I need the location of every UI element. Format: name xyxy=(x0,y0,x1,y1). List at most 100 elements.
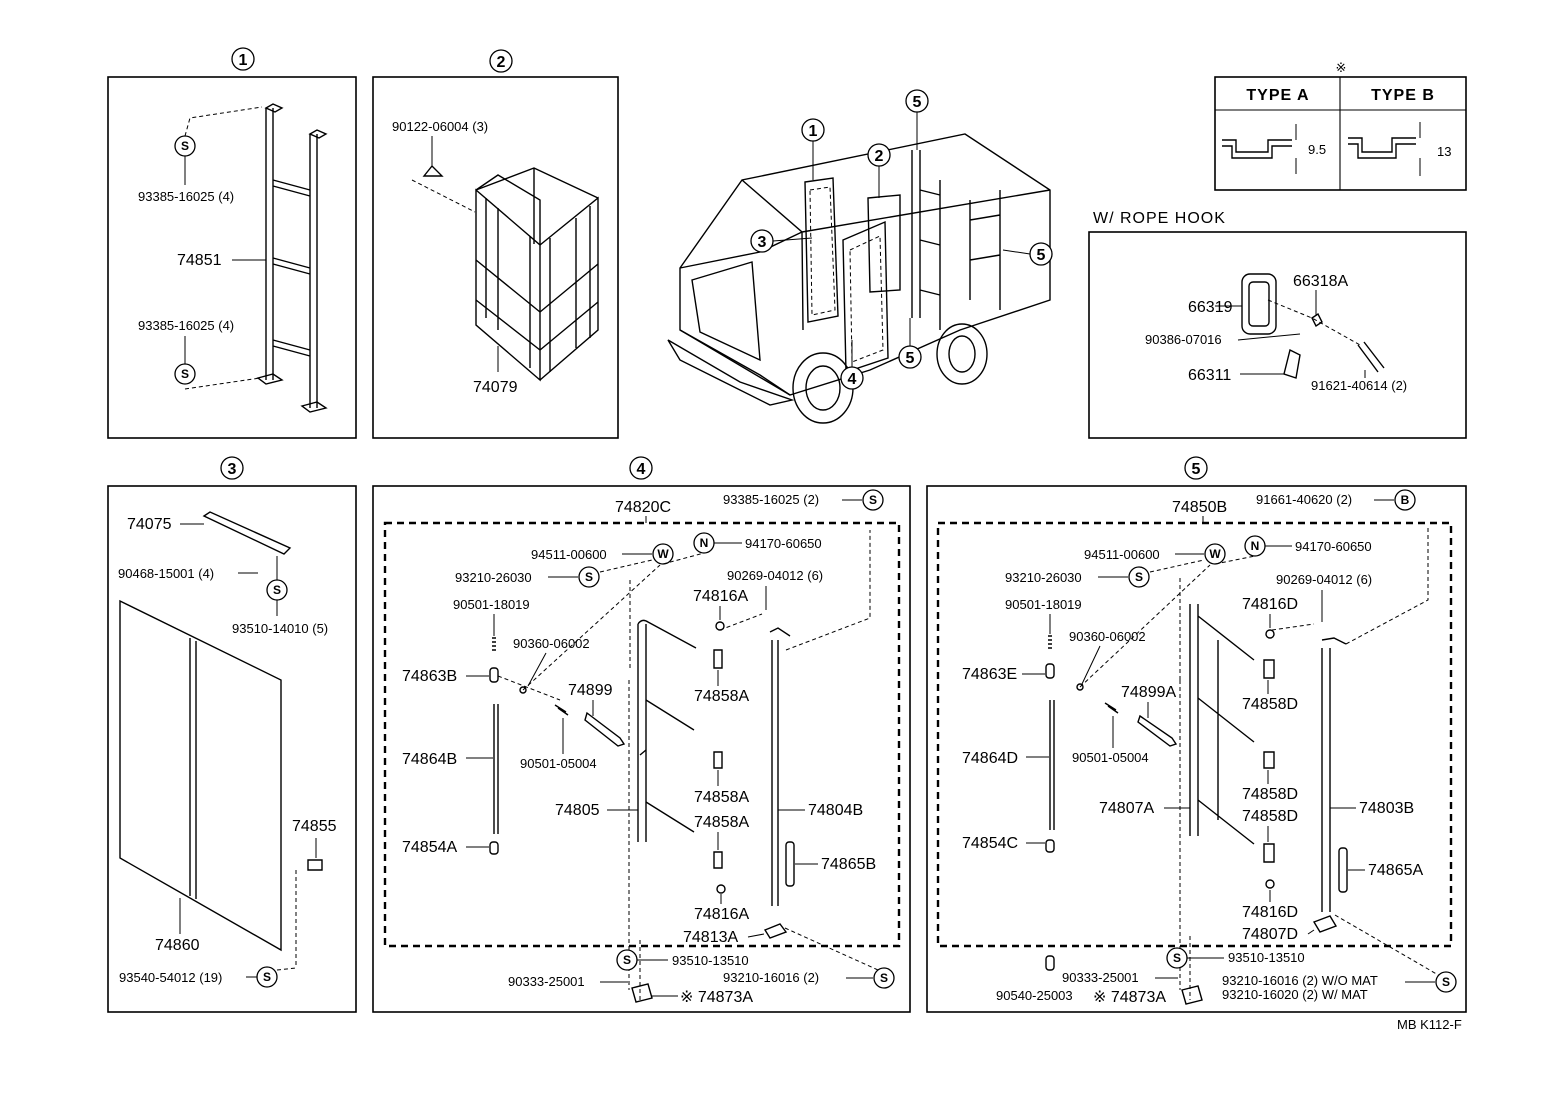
b-symbol-s5 xyxy=(1394,489,1416,511)
label-s5-17: 74854C xyxy=(962,835,1018,852)
type-b-header: TYPE B xyxy=(1371,87,1435,104)
label-s5-15: 74803B xyxy=(1359,800,1414,817)
type-a-header: TYPE A xyxy=(1246,87,1309,104)
s-symbol-s4-d xyxy=(873,967,895,989)
panel-4: 4 74820C xyxy=(372,456,911,1013)
label-s4-14: 74858A xyxy=(694,789,749,806)
label-s5-25: 90540-25003 xyxy=(996,988,1073,1003)
label-s5-9: 74899A xyxy=(1121,684,1176,701)
w-symbol-text: W xyxy=(1209,547,1221,561)
label-s4-20: 74813A xyxy=(683,929,738,946)
truck-callout-1-text: 1 xyxy=(809,123,818,140)
panel-3-title: 3 xyxy=(228,461,237,478)
s-symbol-s5-c xyxy=(1435,971,1457,993)
label-s2-0: 90122-06004 (3) xyxy=(392,119,488,134)
label-s5-5: 90269-04012 (6) xyxy=(1276,572,1372,587)
label-s4-21: 93510-13510 xyxy=(672,953,749,968)
label-s2-1: 74079 xyxy=(473,379,518,396)
ladder-drawing xyxy=(256,103,328,413)
assy-4-label: 74820C xyxy=(615,499,671,516)
truck-callout-5a-text: 5 xyxy=(913,94,922,111)
label-s3-4: 74860 xyxy=(155,937,200,954)
label-s5-3: 93210-26030 xyxy=(1005,570,1082,585)
label-s4-13: 74805 xyxy=(555,802,600,819)
label-s4-4: 90501-18019 xyxy=(453,597,530,612)
label-s5-10: 74858D xyxy=(1242,696,1298,713)
rope-hook-box xyxy=(1088,231,1467,439)
label-s5-23: 93210-16016 (2) W/O MAT xyxy=(1222,973,1378,988)
rope-label-2: 90386-07016 xyxy=(1145,332,1222,347)
label-s5-20: 74807D xyxy=(1242,926,1298,943)
truck-callouts: 1 2 3 4 5 5 5 xyxy=(750,89,1053,390)
s-symbol-text: S xyxy=(181,367,189,381)
s-symbol-text: S xyxy=(1442,975,1450,989)
label-s4-0: 93385-16025 (2) xyxy=(723,492,819,507)
label-s4-7: 90360-06002 xyxy=(513,636,590,651)
s-symbol-text: S xyxy=(1135,570,1143,584)
type-b-dim: 13 xyxy=(1437,144,1451,159)
truck-callout-2-text: 2 xyxy=(875,148,884,165)
type-table-marker: ※ xyxy=(1336,60,1347,75)
label-s5-7: 90360-06002 xyxy=(1069,629,1146,644)
label-s5-14: 74858D xyxy=(1242,786,1298,803)
label-s5-24: 93210-16020 (2) W/ MAT xyxy=(1222,987,1368,1002)
label-s5-26: ※ 74873A xyxy=(1093,989,1166,1006)
panel-5-box xyxy=(926,485,1467,1013)
s-symbol-s4-b xyxy=(578,566,600,588)
s-symbol-s3-b xyxy=(256,966,278,988)
panel-3-box xyxy=(107,485,357,1013)
s-symbol-text: S xyxy=(623,953,631,967)
panel-1: 1 S 93385-16025 (4) 74851 93385-16025 (4… xyxy=(107,47,357,439)
rope-label-3: 66311 xyxy=(1188,367,1231,384)
label-s3-3: 74855 xyxy=(292,818,337,835)
panel-2-title: 2 xyxy=(497,54,506,71)
panel-5-title: 5 xyxy=(1192,461,1201,478)
panel-1-box xyxy=(107,76,357,439)
label-s4-24: ※ 74873A xyxy=(680,989,753,1006)
carrier-rack-drawing xyxy=(475,167,599,382)
s-symbol-s4-top xyxy=(862,489,884,511)
callout-3-circle xyxy=(220,456,244,480)
truck-callout-3-text: 3 xyxy=(758,234,767,251)
s-symbol-text: S xyxy=(1173,951,1181,965)
label-s4-18: 74865B xyxy=(821,856,876,873)
rope-label-4: 91621-40614 (2) xyxy=(1311,378,1407,393)
w-symbol-text: W xyxy=(657,547,669,561)
label-s5-19: 74816D xyxy=(1242,904,1298,921)
callout-2-circle xyxy=(489,49,513,73)
assy-5-boundary xyxy=(936,521,1453,948)
label-s4-6: 74816A xyxy=(693,588,748,605)
label-s1-2: 93385-16025 (4) xyxy=(138,318,234,333)
sheet-panel-drawing xyxy=(119,599,282,952)
panel-4-box xyxy=(372,485,911,1013)
label-s4-22: 93210-16016 (2) xyxy=(723,970,819,985)
label-s5-21: 93510-13510 xyxy=(1228,950,1305,965)
panel-2: 2 90122-06004 (3) 74079 xyxy=(372,49,619,439)
callout-5-circle xyxy=(1184,456,1208,480)
panel-4-drawings xyxy=(489,530,879,1003)
panel-5: 5 74850B xyxy=(926,456,1467,1013)
label-s5-8: 74863E xyxy=(962,666,1017,683)
label-s4-19: 74816A xyxy=(694,906,749,923)
label-s5-18: 74865A xyxy=(1368,862,1423,879)
label-s4-16: 74858A xyxy=(694,814,749,831)
rope-hook-title: W/ ROPE HOOK xyxy=(1093,210,1226,227)
type-a-dim: 9.5 xyxy=(1308,142,1326,157)
label-s4-9: 74899 xyxy=(568,682,613,699)
label-s1-1: 74851 xyxy=(177,252,222,269)
panel-2-box xyxy=(372,76,619,439)
label-s5-4: 90501-18019 xyxy=(1005,597,1082,612)
s-symbol-text: S xyxy=(273,583,281,597)
callout-4-circle xyxy=(629,456,653,480)
label-s3-2: 93510-14010 (5) xyxy=(232,621,328,636)
type-table: ※ TYPE A TYPE B 9.5 13 xyxy=(1214,60,1467,191)
truck-callout-5b-text: 5 xyxy=(1037,247,1046,264)
label-s5-16: 74858D xyxy=(1242,808,1298,825)
s-symbol-text: S xyxy=(880,971,888,985)
n-symbol-text: N xyxy=(1251,539,1260,553)
label-s3-1: 90468-15001 (4) xyxy=(118,566,214,581)
rope-hook-panel: W/ ROPE HOOK 66319 66318A 90386-07016 66… xyxy=(1088,210,1467,439)
label-s4-17: 74854A xyxy=(402,839,457,856)
label-s5-6: 74816D xyxy=(1242,596,1298,613)
